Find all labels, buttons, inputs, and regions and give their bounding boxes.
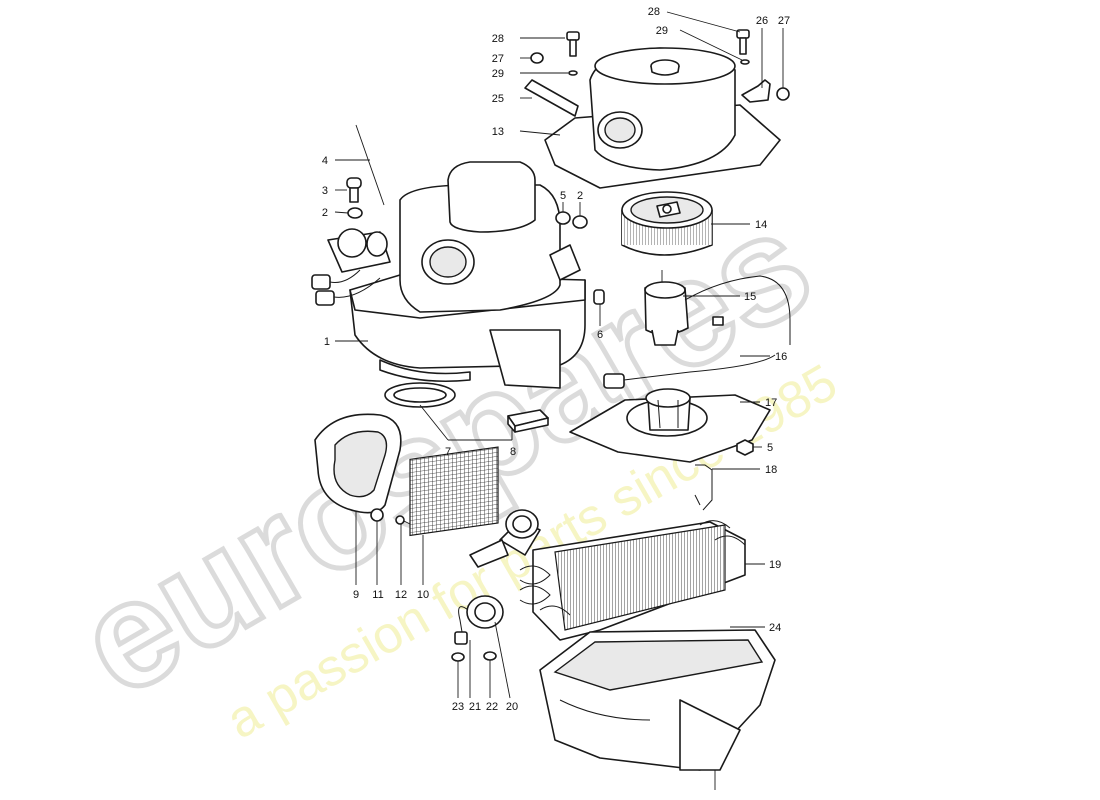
gasket-ring bbox=[384, 382, 456, 408]
blower-motor bbox=[644, 270, 791, 346]
washer-2a bbox=[347, 207, 363, 219]
washer-11 bbox=[370, 508, 384, 522]
clip-6 bbox=[593, 289, 605, 305]
callout-6: 6 bbox=[597, 329, 603, 341]
callout-14: 14 bbox=[755, 219, 767, 231]
washer-2b bbox=[572, 215, 588, 229]
seal-ring-22 bbox=[483, 651, 497, 661]
callout-26: 26 bbox=[756, 15, 768, 27]
callout-5: 5 bbox=[560, 190, 566, 202]
callout-29b: 29 bbox=[656, 25, 668, 37]
callout-12: 12 bbox=[395, 589, 407, 601]
callout-19: 19 bbox=[769, 559, 781, 571]
callout-15: 15 bbox=[744, 291, 756, 303]
bracket-26 bbox=[741, 79, 771, 103]
callout-2b: 2 bbox=[577, 190, 583, 202]
callout-24: 24 bbox=[769, 622, 781, 634]
callout-25: 25 bbox=[492, 93, 504, 105]
seal-ring-23 bbox=[451, 652, 465, 662]
nut-5b bbox=[736, 439, 754, 456]
callout-2: 2 bbox=[322, 207, 328, 219]
screw-12 bbox=[395, 515, 411, 525]
mesh-screen bbox=[409, 446, 499, 537]
callout-22: 22 bbox=[486, 701, 498, 713]
callout-3: 3 bbox=[322, 185, 328, 197]
callout-10: 10 bbox=[417, 589, 429, 601]
callout-17: 17 bbox=[765, 397, 777, 409]
fan-wheel bbox=[621, 191, 713, 256]
callout-4: 4 bbox=[322, 155, 328, 167]
clip-29a bbox=[568, 70, 578, 76]
callout-27: 27 bbox=[492, 53, 504, 65]
callout-5b: 5 bbox=[767, 442, 773, 454]
nut-27b bbox=[776, 87, 790, 101]
valve-connector bbox=[311, 228, 391, 306]
air-duct bbox=[314, 413, 402, 514]
nut-27a bbox=[530, 52, 544, 64]
callout-7: 7 bbox=[445, 446, 451, 458]
seal-block bbox=[507, 409, 549, 433]
callout-13: 13 bbox=[492, 126, 504, 138]
bolt-28a bbox=[566, 31, 580, 57]
callout-16: 16 bbox=[775, 351, 787, 363]
spring-clip-18 bbox=[694, 464, 713, 511]
callout-28b: 28 bbox=[648, 6, 660, 18]
lower-tray bbox=[539, 629, 776, 790]
cable-harness bbox=[603, 316, 776, 389]
clip-29b bbox=[740, 59, 750, 65]
main-blower-housing bbox=[349, 161, 586, 389]
callout-18: 18 bbox=[765, 464, 777, 476]
callout-1: 1 bbox=[324, 336, 330, 348]
evaporator-core bbox=[469, 509, 746, 641]
callout-11: 11 bbox=[372, 589, 383, 601]
callout-20: 20 bbox=[506, 701, 518, 713]
callout-28: 28 bbox=[492, 33, 504, 45]
upper-blower-housing-cover bbox=[544, 47, 781, 189]
callout-8: 8 bbox=[510, 446, 516, 458]
callout-23: 23 bbox=[452, 701, 464, 713]
bolt-3 bbox=[346, 177, 362, 203]
callout-29: 29 bbox=[492, 68, 504, 80]
motor-mount-plate bbox=[569, 388, 771, 463]
callouts: 28 27 29 25 13 4 3 2 1 28 29 26 27 5 2 1… bbox=[322, 6, 790, 713]
nut-5a bbox=[555, 211, 571, 225]
callout-9: 9 bbox=[353, 589, 359, 601]
bracket-25 bbox=[524, 79, 579, 117]
bolt-28b bbox=[736, 29, 750, 55]
leader-lines bbox=[334, 11, 784, 699]
callout-27b: 27 bbox=[778, 15, 790, 27]
expansion-valve bbox=[454, 595, 504, 645]
rod-4 bbox=[355, 124, 385, 206]
callout-21: 21 bbox=[469, 701, 481, 713]
